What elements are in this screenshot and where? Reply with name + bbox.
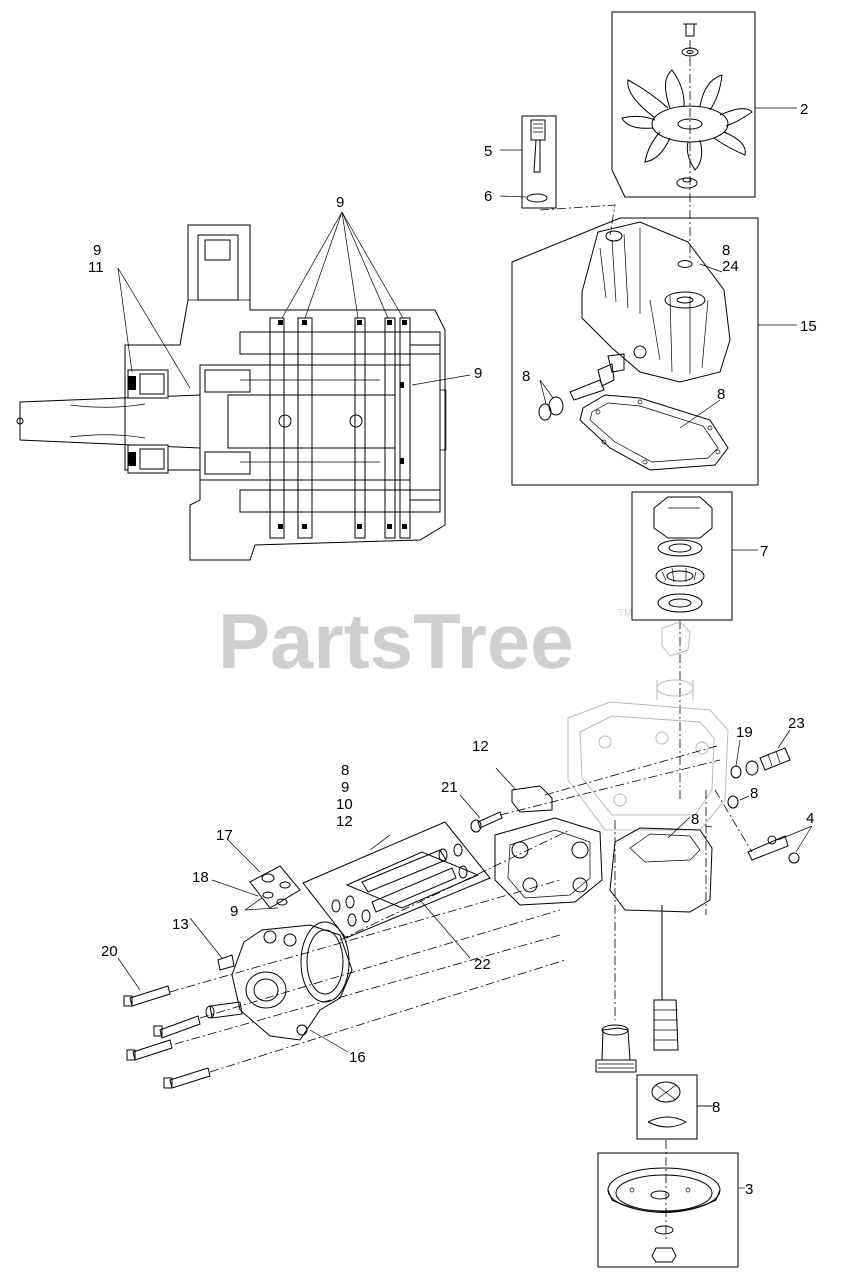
pump-assembly — [117, 744, 721, 1089]
callout-8-fitting: 8 — [750, 785, 758, 802]
callout-18: 18 — [192, 869, 209, 886]
callout-20: 20 — [101, 943, 118, 960]
callout-23: 23 — [788, 715, 805, 732]
dipstick-assembly — [499, 115, 616, 236]
callout-2: 2 — [800, 101, 808, 118]
center-housing — [567, 621, 729, 1073]
callout-15: 15 — [800, 318, 817, 335]
right-fittings — [667, 729, 813, 864]
callout-12: 12 — [472, 738, 489, 755]
callout-22: 22 — [474, 956, 491, 973]
lower-bearing — [636, 1074, 712, 1240]
callout-8-housing: 8 — [691, 811, 699, 828]
callout-5: 5 — [484, 143, 492, 160]
callout-8-cover: 8 — [722, 242, 730, 259]
callout-24: 24 — [722, 258, 739, 275]
callout-9-top: 9 — [336, 194, 344, 211]
callout-16: 16 — [349, 1049, 366, 1066]
callout-13: 13 — [172, 916, 189, 933]
callout-9-stack: 9 — [341, 779, 349, 796]
callout-17: 17 — [216, 827, 233, 844]
fan-assembly — [611, 11, 797, 260]
callout-9-right: 9 — [474, 365, 482, 382]
pulley — [597, 1152, 745, 1268]
callout-21: 21 — [441, 779, 458, 796]
callout-19: 19 — [736, 724, 753, 741]
callout-7: 7 — [760, 543, 768, 560]
callout-12-stack: 12 — [336, 813, 353, 830]
callout-8-seals: 8 — [522, 368, 530, 385]
callout-8-gasket: 8 — [717, 386, 725, 403]
watermark: PartsTree — [218, 597, 574, 685]
callout-11: 11 — [88, 259, 104, 276]
callout-8-stack: 8 — [341, 762, 349, 779]
callout-4: 4 — [806, 810, 814, 827]
cross-section-view — [16, 211, 471, 561]
watermark-tm: TM — [618, 608, 632, 619]
callout-3: 3 — [745, 1181, 753, 1198]
callout-10: 10 — [336, 796, 353, 813]
callout-9-pump: 9 — [230, 903, 238, 920]
callout-6: 6 — [484, 188, 492, 205]
cover-assembly — [511, 217, 797, 486]
bearing-assembly — [631, 491, 758, 800]
callout-9-left: 9 — [93, 242, 101, 259]
callout-8-bearing: 8 — [712, 1099, 720, 1116]
